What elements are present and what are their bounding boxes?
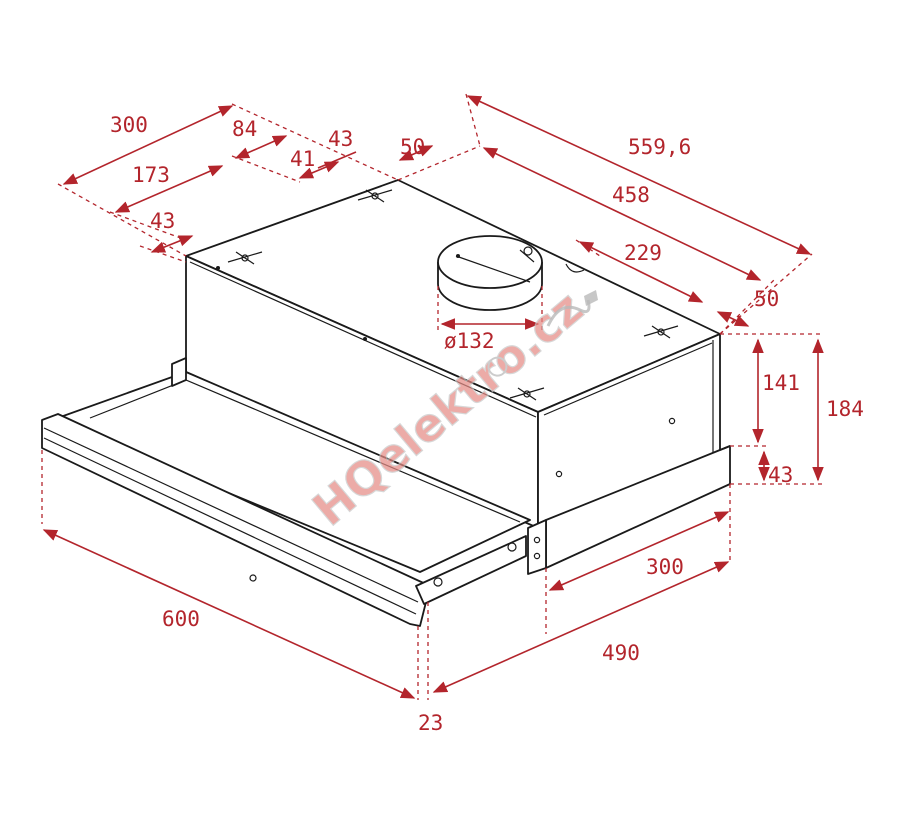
dim-line-43-left (150, 235, 194, 253)
mount-hole-right (643, 325, 679, 339)
screw-dot-4 (216, 266, 220, 270)
drawer-left-rail (171, 357, 187, 387)
hood-base-joint-2 (719, 445, 731, 451)
screw-dot-3 (668, 417, 676, 425)
mount-hole-left (227, 251, 263, 265)
hood-edge-detail (189, 261, 537, 418)
dim-141: 141 (762, 371, 800, 395)
watermark-plug-icon (584, 290, 598, 306)
dim-line-229 (578, 241, 704, 303)
rail-pin-2 (507, 542, 517, 552)
dim-line-600 (42, 529, 416, 699)
bracket-hole (533, 536, 541, 544)
dim-490: 490 (602, 641, 640, 665)
dim-600: 600 (162, 607, 200, 631)
dim-line-173 (114, 165, 224, 213)
mounting-hole-marks (227, 189, 679, 401)
dim-84: 84 (232, 117, 257, 141)
dim-559-6: 559,6 (628, 135, 691, 159)
mount-hole-back (357, 189, 393, 203)
duct-collar (437, 235, 543, 311)
dim-line-490 (432, 561, 730, 693)
dim-line-43-top (317, 151, 357, 169)
watermark-registered-icon (487, 356, 508, 377)
dim-300-bottom: 300 (646, 555, 684, 579)
watermark-plug-cord-icon (546, 299, 591, 327)
dimension-labels: 300 84 43 41 50 173 43 559,6 458 229 50 … (110, 113, 864, 735)
mount-bracket (527, 519, 547, 575)
duct-collar-screw (456, 254, 460, 258)
dim-line-50-top (398, 145, 434, 161)
dim-300-top: 300 (110, 113, 148, 137)
small-mark (249, 574, 257, 582)
dim-50-right: 50 (754, 287, 779, 311)
dim-184: 184 (826, 397, 864, 421)
dim-line-84 (234, 135, 288, 159)
dim-23: 23 (418, 711, 443, 735)
dim-line-41 (298, 161, 340, 179)
dimension-lines (42, 95, 824, 699)
dim-line-300-top (62, 105, 234, 185)
dim-41: 41 (290, 147, 315, 171)
drawer-tray (51, 371, 531, 573)
dim-458: 458 (612, 183, 650, 207)
dim-43-right: 43 (768, 463, 793, 487)
screw-dot (363, 337, 367, 341)
dim-173: 173 (132, 163, 170, 187)
dim-43-left: 43 (150, 209, 175, 233)
dim-line-559-6 (466, 95, 812, 255)
dim-line-458 (482, 147, 762, 281)
dim-132: ø132 (444, 329, 495, 353)
dim-43-top: 43 (328, 127, 353, 151)
dim-229: 229 (624, 241, 662, 265)
dim-line-50-right (716, 311, 750, 327)
mount-hole-front (509, 387, 545, 401)
screw-dot-2 (555, 470, 563, 478)
hood-edge-detail-2 (543, 342, 713, 416)
bracket-hole-2 (533, 552, 541, 560)
dim-50-top: 50 (400, 135, 425, 159)
